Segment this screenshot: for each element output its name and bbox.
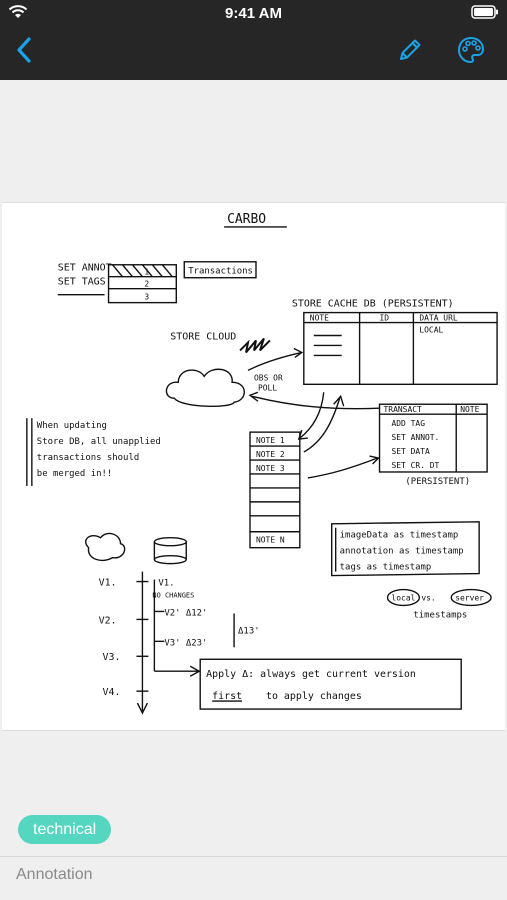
divider [0, 856, 507, 857]
cache-local: LOCAL [419, 326, 443, 335]
apply-line: Apply Δ: always get current version [206, 669, 416, 680]
set-tags-label: SET TAGS [58, 277, 106, 288]
tag-chip[interactable]: technical [18, 815, 112, 844]
cache-col-id: ID [380, 314, 390, 323]
merge-note-line: Store DB, all unapplied [37, 437, 161, 447]
merge-note-line: transactions should [37, 453, 139, 463]
apply-first: first [212, 691, 242, 702]
back-button[interactable] [8, 36, 40, 68]
note-item: NOTE 1 [256, 436, 285, 445]
apply-line: to apply changes [266, 691, 362, 702]
delta-13-label: Δ13' [238, 626, 260, 636]
version-label: V3. [103, 652, 121, 663]
cache-col-data-url: DATA URL [419, 314, 458, 323]
store-cache-label: STORE CACHE DB (PERSISTENT) [292, 299, 454, 310]
persistent-label: (PERSISTENT) [405, 477, 470, 487]
transactions-label: Transactions [188, 267, 253, 277]
transact-row: SET CR. DT [391, 461, 439, 470]
transact-row: SET ANNOT. [391, 433, 439, 442]
sketch-drawing: CARBO SET ANNOT SET TAGS 1 2 3 Transacti… [26, 212, 498, 715]
stack-row: 3 [144, 293, 149, 302]
sketch-title: CARBO [227, 212, 266, 227]
delta-row: V3' Δ23' [164, 638, 207, 648]
cache-col-note: NOTE [310, 314, 329, 323]
stack-row: 1 [144, 268, 149, 277]
note-item: NOTE N [256, 536, 285, 545]
timestamps-label: timestamps [413, 610, 467, 620]
transact-note-header: NOTE [460, 405, 479, 414]
wifi-icon [8, 4, 28, 25]
stack-row: 2 [144, 280, 149, 289]
note-image[interactable]: CARBO SET ANNOT SET TAGS 1 2 3 Transacti… [2, 202, 505, 731]
annotation-input[interactable] [16, 866, 486, 884]
transact-header: TRANSACT [384, 405, 423, 414]
delta-row: V2' Δ12' [164, 608, 207, 618]
timestamp-line: imageData as timestamp [340, 531, 459, 541]
pencil-icon [396, 36, 424, 69]
note-item: NOTE 3 [256, 464, 285, 473]
merge-note-line: When updating [37, 421, 107, 431]
navigation-bar: 9:41 AM [0, 0, 507, 80]
timestamp-line: tags as timestamp [340, 563, 432, 573]
poll-label: POLL [258, 383, 277, 392]
obs-or-label: OBS OR [254, 373, 283, 382]
version-label: V2. [99, 615, 117, 626]
palette-button[interactable] [455, 36, 487, 68]
v1-right-label: V1. [158, 579, 174, 589]
local-label: local [391, 593, 415, 602]
merge-note-line: be merged in!! [37, 469, 112, 479]
server-label: server [455, 593, 484, 602]
vs-label: vs. [421, 593, 435, 602]
status-time: 9:41 AM [225, 5, 282, 22]
set-annot-label: SET ANNOT [58, 263, 112, 274]
version-label: V1. [99, 578, 117, 589]
version-label: V4. [103, 687, 121, 698]
store-cloud-label: STORE CLOUD [170, 331, 236, 342]
transact-row: SET DATA [391, 447, 430, 456]
battery-icon [471, 5, 499, 24]
edit-button[interactable] [394, 36, 426, 68]
chevron-left-icon [15, 36, 33, 69]
no-changes-label: NO CHANGES [152, 592, 194, 600]
timestamp-line: annotation as timestamp [340, 547, 464, 557]
palette-icon [456, 35, 486, 70]
status-bar: 9:41 AM [0, 0, 507, 26]
note-item: NOTE 2 [256, 450, 285, 459]
transact-row: ADD TAG [391, 419, 425, 428]
